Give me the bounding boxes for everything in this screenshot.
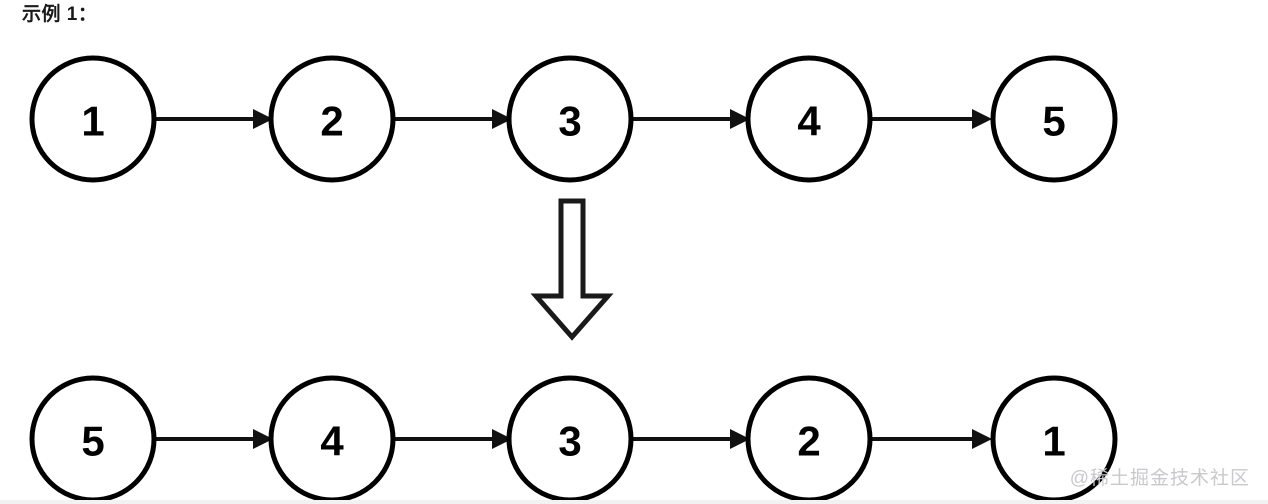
node-value: 2 [797, 418, 820, 465]
bottom-divider [0, 500, 1268, 504]
arrowhead-4-5-icon [972, 109, 992, 129]
node-output-3[interactable]: 2 [745, 375, 873, 503]
node-output-0[interactable]: 5 [29, 375, 157, 503]
arrowhead-5-4-icon [253, 429, 273, 449]
node-input-1[interactable]: 2 [268, 55, 396, 183]
arrowhead-2-1-icon [972, 429, 992, 449]
node-value: 5 [81, 418, 104, 465]
node-output-1[interactable]: 4 [268, 375, 396, 503]
downward-transform-arrow-icon [530, 198, 614, 341]
node-value: 2 [320, 98, 343, 145]
connectors-output-list [155, 429, 992, 449]
arrowhead-4-3-icon [492, 429, 512, 449]
node-output-2[interactable]: 3 [506, 375, 634, 503]
node-value: 3 [558, 418, 581, 465]
node-input-4[interactable]: 5 [990, 55, 1118, 183]
node-circle [745, 55, 873, 183]
node-circle [268, 55, 396, 183]
row-output-list: 5 4 3 2 1 [29, 375, 1118, 503]
arrowhead-3-4-icon [730, 109, 750, 129]
node-circle [29, 55, 157, 183]
node-circle [506, 55, 634, 183]
arrowhead-3-2-icon [730, 429, 750, 449]
node-input-0[interactable]: 1 [29, 55, 157, 183]
node-value: 1 [1042, 418, 1065, 465]
arrowhead-2-3-icon [492, 109, 512, 129]
node-value: 3 [558, 98, 581, 145]
connectors-input-list [155, 109, 992, 129]
node-input-2[interactable]: 3 [506, 55, 634, 183]
node-value: 4 [320, 418, 344, 465]
node-value: 5 [1042, 98, 1065, 145]
row-input-list: 1 2 3 4 5 [29, 55, 1118, 183]
site-watermark: @稀土掘金技术社区 [1069, 468, 1250, 489]
node-value: 1 [81, 98, 104, 145]
page-title: 示例 1： [22, 4, 98, 25]
arrowhead-1-2-icon [253, 109, 273, 129]
node-value: 4 [797, 98, 821, 145]
node-input-3[interactable]: 4 [745, 55, 873, 183]
node-circle [990, 55, 1118, 183]
